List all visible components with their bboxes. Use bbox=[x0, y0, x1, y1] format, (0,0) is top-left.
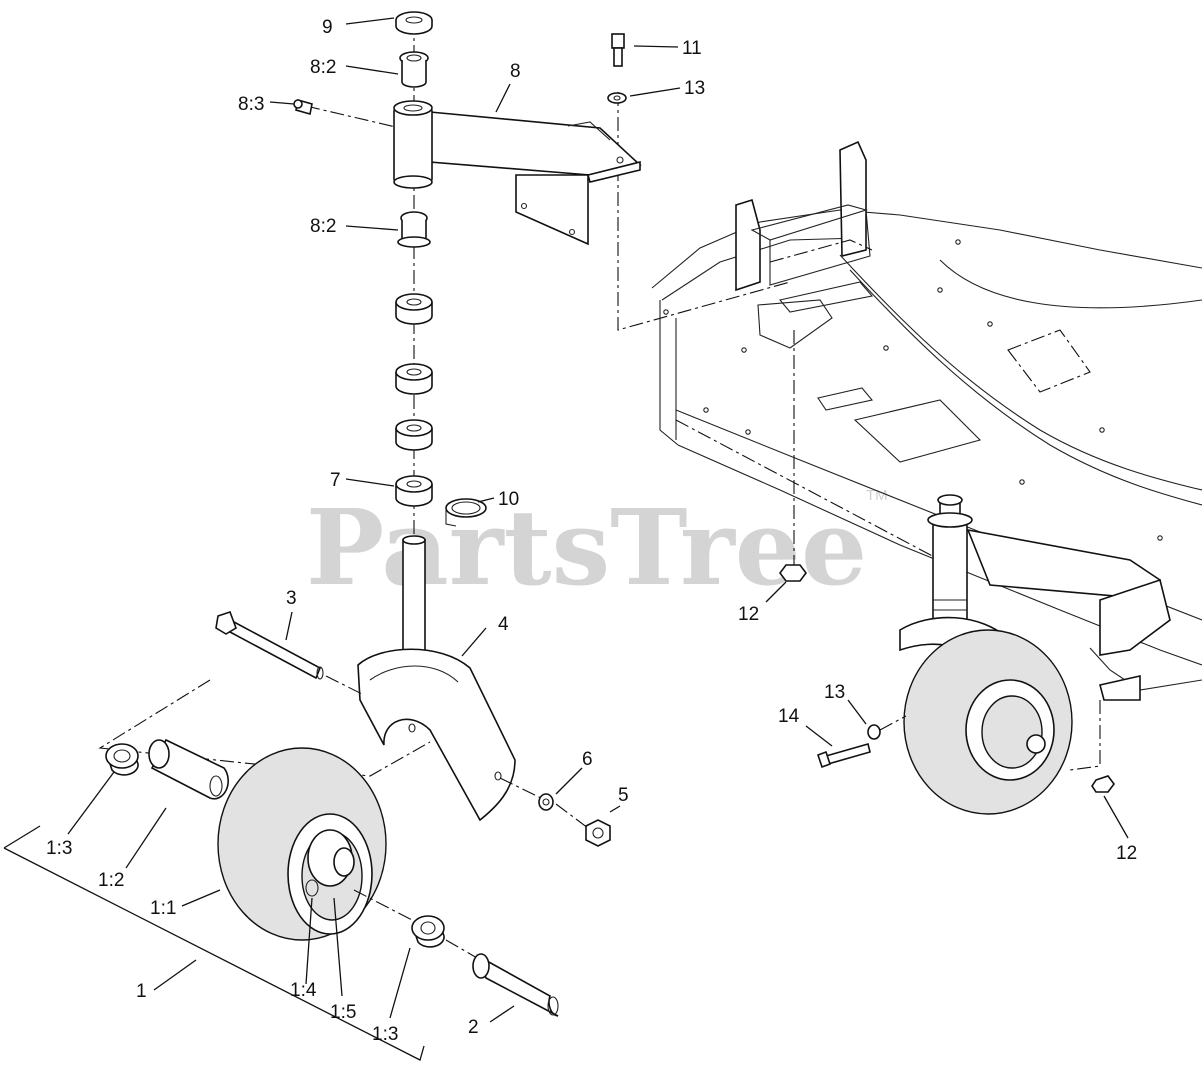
callout-1-4: 1:4 bbox=[290, 980, 317, 1001]
callout-1: 1 bbox=[136, 981, 147, 1002]
part-bolt-11 bbox=[611, 33, 625, 67]
callout-10: 10 bbox=[498, 489, 519, 510]
callout-7: 7 bbox=[330, 470, 341, 491]
callout-13-lower: 13 bbox=[824, 682, 845, 703]
callout-4: 4 bbox=[498, 614, 509, 635]
callout-5: 5 bbox=[618, 785, 629, 806]
callout-8-2-lower: 8:2 bbox=[310, 216, 336, 237]
callout-8: 8 bbox=[510, 61, 521, 82]
callout-12-upper: 12 bbox=[738, 604, 759, 625]
part-spacers-7 bbox=[395, 293, 433, 507]
part-washer-13 bbox=[607, 92, 627, 104]
callout-6: 6 bbox=[582, 749, 593, 770]
callout-9: 9 bbox=[322, 17, 333, 38]
callout-8-3: 8:3 bbox=[238, 94, 264, 115]
callout-1-3-right: 1:3 bbox=[372, 1024, 398, 1045]
part-caster-arm-8 bbox=[393, 100, 642, 246]
part-clip-10 bbox=[445, 498, 487, 527]
part-spacer-2 bbox=[472, 953, 559, 1017]
part-bolt-3 bbox=[215, 610, 324, 680]
callout-2: 2 bbox=[468, 1017, 479, 1038]
callout-3: 3 bbox=[286, 588, 297, 609]
callout-1-5: 1:5 bbox=[330, 1002, 356, 1023]
callout-1-1: 1:1 bbox=[150, 898, 176, 919]
part-nut-5 bbox=[585, 819, 611, 847]
part-washer-6 bbox=[538, 793, 554, 811]
callout-13-upper: 13 bbox=[684, 78, 705, 99]
part-wheel-1 bbox=[217, 747, 387, 941]
part-fork-4 bbox=[357, 535, 516, 822]
callout-8-2-upper: 8:2 bbox=[310, 57, 336, 78]
callout-14: 14 bbox=[778, 706, 800, 727]
callout-1-3-left: 1:3 bbox=[46, 838, 72, 859]
callout-1-2: 1:2 bbox=[98, 870, 124, 891]
watermark-text: PartsTree bbox=[306, 486, 867, 609]
callout-11: 11 bbox=[682, 38, 702, 59]
watermark-trademark: TM bbox=[866, 487, 888, 504]
callout-12-lower: 12 bbox=[1116, 843, 1137, 864]
leader-lines bbox=[67, 17, 1129, 1023]
assembled-caster bbox=[779, 494, 1202, 815]
